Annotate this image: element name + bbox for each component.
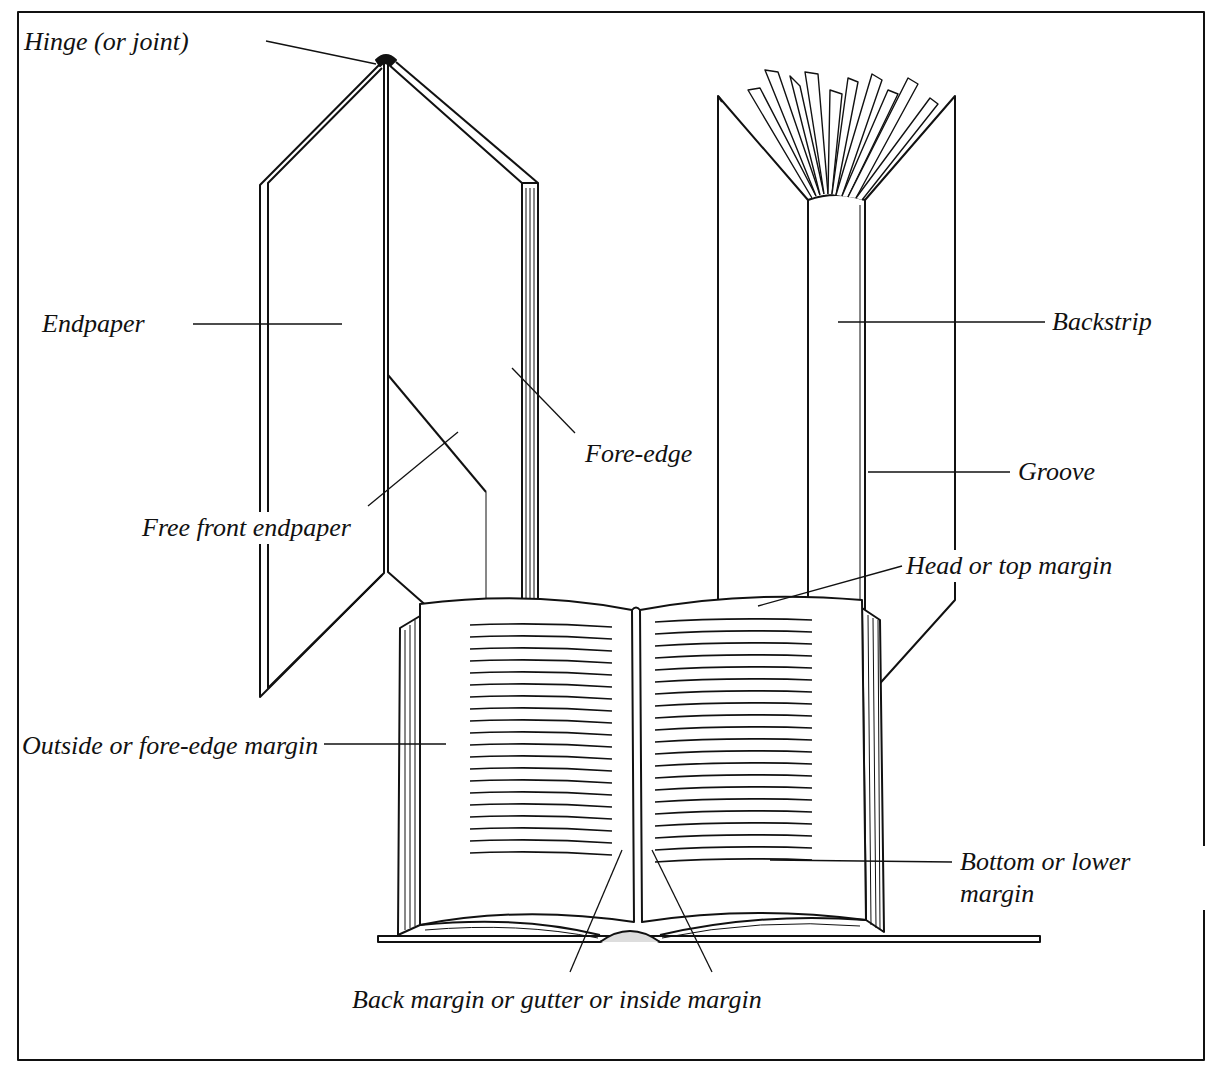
text-line xyxy=(655,763,812,766)
text-line xyxy=(655,835,812,838)
text-line xyxy=(470,708,612,711)
text-line xyxy=(655,739,812,742)
text-line xyxy=(655,679,812,682)
text-line xyxy=(655,799,812,802)
text-line xyxy=(655,823,812,826)
text-line xyxy=(655,703,812,706)
text-line xyxy=(470,636,612,639)
text-line xyxy=(470,768,612,771)
part-label: Backstrip xyxy=(1050,306,1154,338)
text-line xyxy=(470,684,612,687)
text-line xyxy=(470,624,612,627)
text-line xyxy=(655,655,812,658)
part-label: Groove xyxy=(1016,456,1097,488)
part-label: Fore-edge xyxy=(583,438,694,470)
leader-lines xyxy=(193,41,1045,972)
open-book xyxy=(378,597,1040,942)
text-line xyxy=(470,732,612,735)
text-line xyxy=(655,619,812,622)
part-label: Head or top margin xyxy=(904,550,1114,582)
text-line xyxy=(470,660,612,663)
text-line xyxy=(655,847,812,850)
text-line xyxy=(655,715,812,718)
text-line xyxy=(470,804,612,807)
text-line xyxy=(655,643,812,646)
part-label: Hinge (or joint) xyxy=(22,26,191,58)
text-line xyxy=(655,811,812,814)
text-line xyxy=(470,744,612,747)
part-label: Outside or fore-edge margin xyxy=(20,730,324,762)
text-line xyxy=(470,840,612,843)
text-line xyxy=(470,672,612,675)
text-line xyxy=(655,751,812,754)
text-line xyxy=(655,787,812,790)
part-label: Endpaper xyxy=(40,308,147,340)
part-label: Bottom or lower margin xyxy=(958,846,1212,910)
text-line xyxy=(470,852,612,855)
text-line xyxy=(655,775,812,778)
text-line xyxy=(655,667,812,670)
text-line xyxy=(470,780,612,783)
text-line xyxy=(655,631,812,634)
text-line xyxy=(655,691,812,694)
text-line xyxy=(470,696,612,699)
text-line xyxy=(470,792,612,795)
part-label: Back margin or gutter or inside margin xyxy=(350,984,764,1016)
part-label: Free front endpaper xyxy=(140,512,353,544)
text-line xyxy=(470,756,612,759)
text-line xyxy=(470,816,612,819)
text-line xyxy=(470,648,612,651)
text-line xyxy=(655,727,812,730)
text-line xyxy=(470,720,612,723)
text-line xyxy=(470,828,612,831)
